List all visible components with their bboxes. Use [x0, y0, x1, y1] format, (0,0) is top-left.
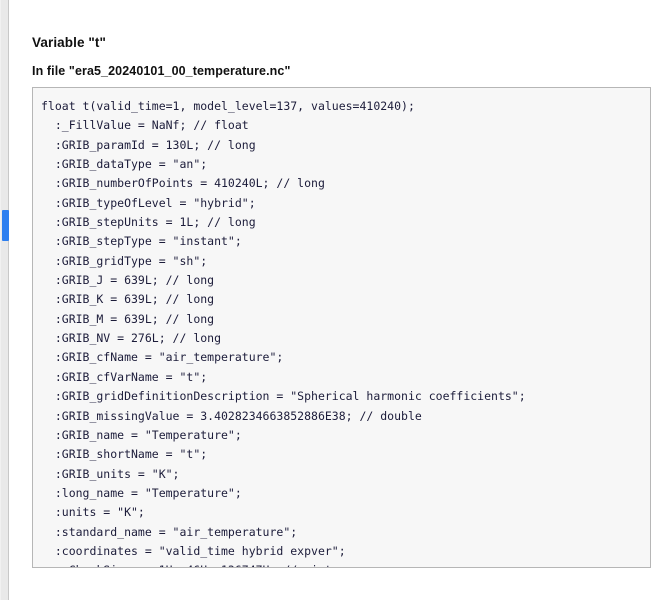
cdl-line: :GRIB_missingValue = 3.4028234663852886E… [41, 408, 422, 423]
cdl-line: :GRIB_cfVarName = "t"; [41, 369, 208, 384]
cdl-line: :GRIB_typeOfLevel = "hybrid"; [41, 195, 256, 210]
cdl-line: :_FillValue = NaNf; // float [41, 118, 249, 133]
cdl-code-text[interactable]: float t(valid_time=1, model_level=137, v… [33, 88, 650, 567]
left-splitter-gutter[interactable] [0, 0, 9, 600]
file-subtitle: In file "era5_20240101_00_temperature.nc… [32, 64, 291, 78]
cdl-line: :GRIB_J = 639L; // long [41, 273, 215, 288]
cdl-line: :GRIB_dataType = "an"; [41, 157, 208, 172]
cdl-line: :GRIB_gridType = "sh"; [41, 253, 208, 268]
cdl-line: :GRIB_gridDefinitionDescription = "Spher… [41, 389, 526, 404]
cdl-line: :GRIB_M = 639L; // long [41, 311, 215, 326]
cdl-line: :units = "K"; [41, 505, 145, 520]
cdl-line: :GRIB_paramId = 130L; // long [41, 137, 256, 152]
cdl-metadata-box: float t(valid_time=1, model_level=137, v… [32, 87, 651, 568]
cdl-line: :GRIB_shortName = "t"; [41, 447, 208, 462]
cdl-line: :coordinates = "valid_time hybrid expver… [41, 543, 346, 558]
cdl-line: :GRIB_numberOfPoints = 410240L; // long [41, 176, 325, 191]
cdl-line: :GRIB_K = 639L; // long [41, 292, 215, 307]
cdl-line: :GRIB_units = "K"; [41, 466, 180, 481]
cdl-line: :GRIB_stepUnits = 1L; // long [41, 215, 256, 230]
cdl-line: :GRIB_NV = 276L; // long [41, 331, 222, 346]
variable-detail-pane: Variable "t" In file "era5_20240101_00_t… [10, 0, 655, 600]
cdl-line: :GRIB_cfName = "air_temperature"; [41, 350, 284, 365]
cdl-line: :_ChunkSizes = 1U, 46U, 136747U; // uint [41, 561, 650, 567]
vertical-scrollbar-thumb[interactable] [2, 210, 9, 241]
page-title: Variable "t" [32, 35, 107, 50]
cdl-line: :long_name = "Temperature"; [41, 485, 242, 500]
cdl-line: float t(valid_time=1, model_level=137, v… [41, 99, 415, 113]
cdl-line: :standard_name = "air_temperature"; [41, 524, 298, 539]
cdl-line: :GRIB_stepType = "instant"; [41, 234, 242, 249]
cdl-line: :GRIB_name = "Temperature"; [41, 427, 242, 442]
vertical-scrollbar-track[interactable] [1, 0, 9, 600]
